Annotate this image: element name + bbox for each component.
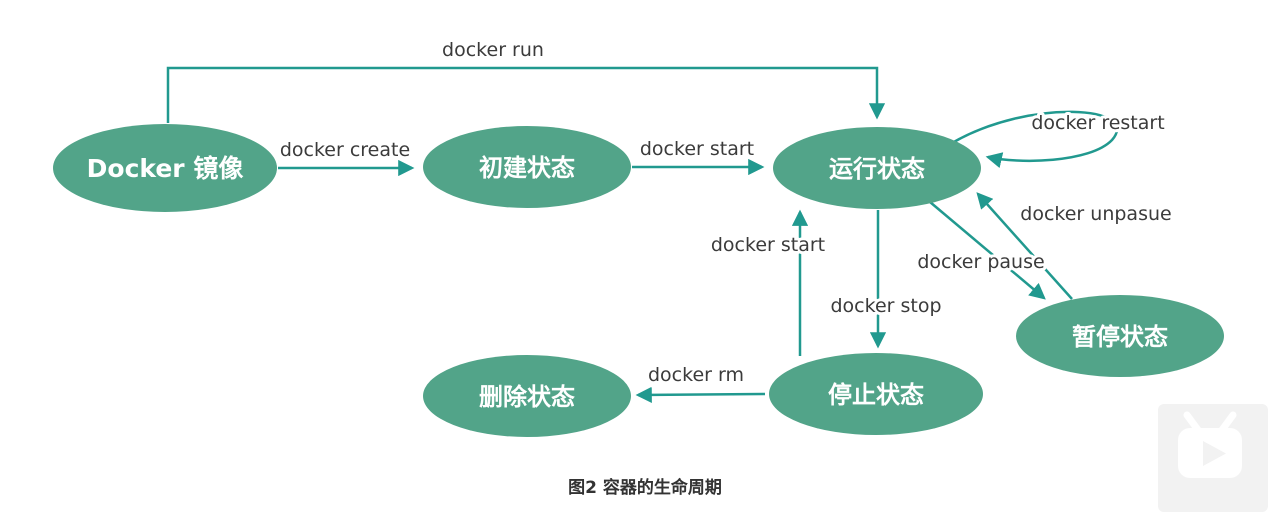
node-stopped-state: 停止状态	[769, 353, 983, 435]
tv-antenna-right-icon	[1218, 411, 1237, 434]
edge-docker-unpause-arrow	[976, 192, 1073, 300]
edge-docker-pause-arrow	[929, 201, 1046, 300]
edge-docker-start-created-label: docker start	[640, 138, 754, 160]
node-paused-state-shape	[1016, 295, 1224, 377]
node-created-state-shape	[423, 126, 631, 208]
figure-caption: 图2 容器的生命周期	[568, 477, 722, 498]
node-removed-state-label: 删除状态	[479, 383, 575, 411]
play-video-icon[interactable]	[1158, 404, 1268, 512]
edge-docker-run-arrow	[166, 66, 886, 123]
node-paused-state-label: 暂停状态	[1072, 323, 1168, 351]
node-docker-image-shape	[53, 124, 277, 212]
edge-docker-start-stopped-label: docker start	[711, 234, 825, 256]
edge-docker-rm-arrow	[635, 386, 766, 404]
edge-docker-rm-label: docker rm	[648, 364, 744, 386]
edge-docker-unpause-label: docker unpasue	[1020, 203, 1171, 225]
node-docker-image-label: Docker 镜像	[87, 154, 244, 183]
edge-docker-stop-label: docker stop	[830, 295, 941, 317]
tv-antenna-left-icon	[1183, 411, 1202, 434]
play-triangle-icon	[1203, 441, 1226, 466]
node-removed-state: 删除状态	[423, 355, 631, 437]
node-paused-state: 暂停状态	[1016, 295, 1224, 377]
edge-docker-restart-arrow	[951, 110, 1119, 169]
node-stopped-state-label: 停止状态	[828, 381, 924, 409]
node-created-state: 初建状态	[423, 126, 631, 208]
node-running-state-shape	[773, 127, 981, 209]
node-docker-image: Docker 镜像	[53, 124, 277, 212]
edge-docker-pause-label: docker pause	[917, 251, 1044, 273]
edge-docker-restart-label: docker restart	[1031, 112, 1164, 134]
edge-docker-run-label: docker run	[442, 39, 544, 61]
node-created-state-label: 初建状态	[479, 154, 575, 182]
node-running-state: 运行状态	[773, 127, 981, 209]
node-stopped-state-shape	[769, 353, 983, 435]
edge-docker-create-label: docker create	[280, 139, 410, 161]
node-running-state-label: 运行状态	[829, 155, 925, 183]
node-removed-state-shape	[423, 355, 631, 437]
